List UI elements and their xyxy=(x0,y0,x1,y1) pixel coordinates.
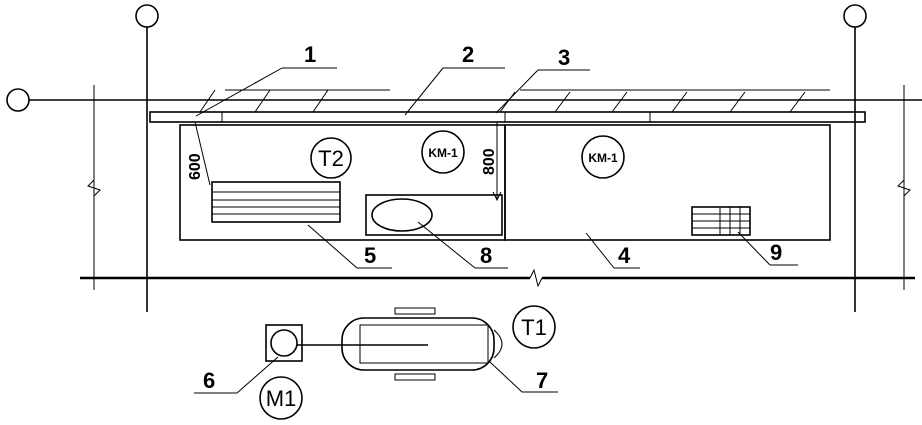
axis-marker-top-left xyxy=(135,4,159,28)
transport-t1-wheel xyxy=(394,307,436,315)
top-beam xyxy=(149,111,866,123)
callout-7: 7 xyxy=(536,368,548,393)
hatch-line xyxy=(611,91,628,113)
hatch-line xyxy=(199,89,216,113)
transport-t1-nose xyxy=(493,329,503,359)
element-8-tank xyxy=(371,198,433,232)
equipment-right: KM-1 xyxy=(581,135,751,236)
dim-line-600 xyxy=(194,121,211,186)
callout-3-leader xyxy=(495,69,539,114)
hatch-line xyxy=(789,91,806,113)
km-circle-left xyxy=(421,130,465,174)
hatch-line xyxy=(671,91,688,113)
callout-9: 9 xyxy=(770,240,782,265)
transport-t1-body xyxy=(341,317,495,371)
callout-2-leader xyxy=(404,67,444,116)
break-lines xyxy=(80,85,915,290)
callout-5-leader xyxy=(307,224,358,269)
m1-label: M1 xyxy=(266,386,297,411)
callout-4-leader xyxy=(585,232,615,269)
motor-m1-shaft xyxy=(270,329,298,357)
callout-5: 5 xyxy=(364,243,376,268)
t2-circle xyxy=(310,137,352,179)
t1-label: T1 xyxy=(521,315,547,340)
hatch-line xyxy=(729,91,746,113)
callout-4: 4 xyxy=(618,243,631,268)
t2-label: T2 xyxy=(318,146,344,171)
t1-circle xyxy=(512,305,556,349)
axis-marker-left xyxy=(6,88,30,112)
callout-8: 8 xyxy=(480,243,492,268)
callout-9-leader xyxy=(737,231,771,266)
callout-2: 2 xyxy=(462,42,474,67)
m1-circle xyxy=(259,376,303,420)
rooms xyxy=(179,124,831,241)
hatching xyxy=(199,89,830,113)
callout-7-leader xyxy=(489,361,523,393)
callout-8-leader xyxy=(417,221,476,269)
hatch-line xyxy=(254,89,271,113)
transport-t1-inner xyxy=(359,324,489,364)
room-right xyxy=(504,124,831,241)
callout-6-leader xyxy=(236,356,279,394)
callout-1: 1 xyxy=(304,42,316,67)
callout-1-leader xyxy=(195,67,283,117)
hatch-line xyxy=(312,89,329,113)
dimensions: 600 800 xyxy=(187,121,502,202)
axis-marker-top-right xyxy=(843,4,867,28)
top-beam-strip xyxy=(149,111,866,123)
hatch-line xyxy=(499,91,516,113)
break-symbol-right xyxy=(897,179,911,197)
dim-label-600: 600 xyxy=(187,153,204,180)
transport-t1-wheel xyxy=(394,373,436,381)
stack-element-5 xyxy=(211,181,341,223)
callout-6: 6 xyxy=(203,368,215,393)
callouts: 1 2 3 4 5 6 7 8 9 xyxy=(194,42,798,394)
dim-label-800: 800 xyxy=(481,148,498,175)
motor-m1-base xyxy=(265,324,303,362)
break-symbol-floor xyxy=(529,268,543,288)
hatch-line xyxy=(554,91,571,113)
km-label-right: KM-1 xyxy=(588,151,618,165)
equipment-left: T2 KM-1 xyxy=(211,130,503,236)
km-label-left: KM-1 xyxy=(428,146,458,160)
break-symbol-left xyxy=(87,179,101,197)
km-circle-right xyxy=(581,135,625,179)
equipment-below: T1 M1 xyxy=(259,305,556,420)
callout-3: 3 xyxy=(558,45,570,70)
